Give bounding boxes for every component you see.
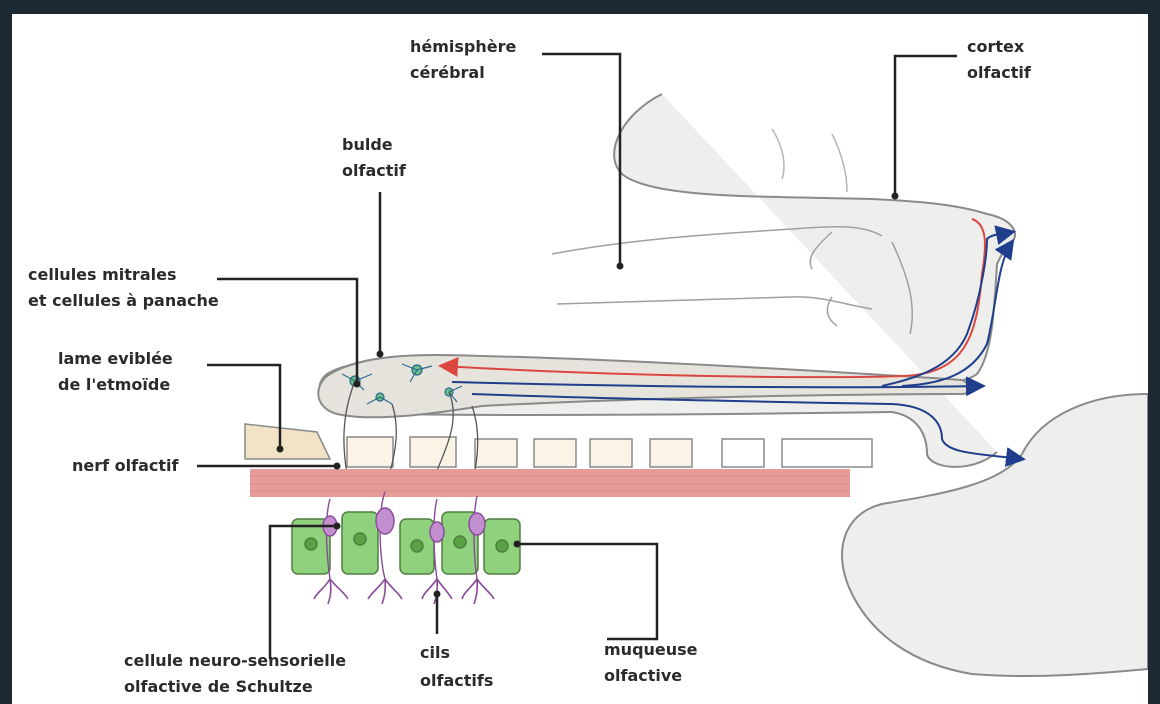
muscle-layer xyxy=(250,469,850,497)
diagram-canvas: hémisphère cérébral cortex olfactif buld… xyxy=(12,14,1148,704)
label-nerf: nerf olfactif xyxy=(72,456,180,475)
olfactory-system-diagram: hémisphère cérébral cortex olfactif buld… xyxy=(12,14,1148,704)
